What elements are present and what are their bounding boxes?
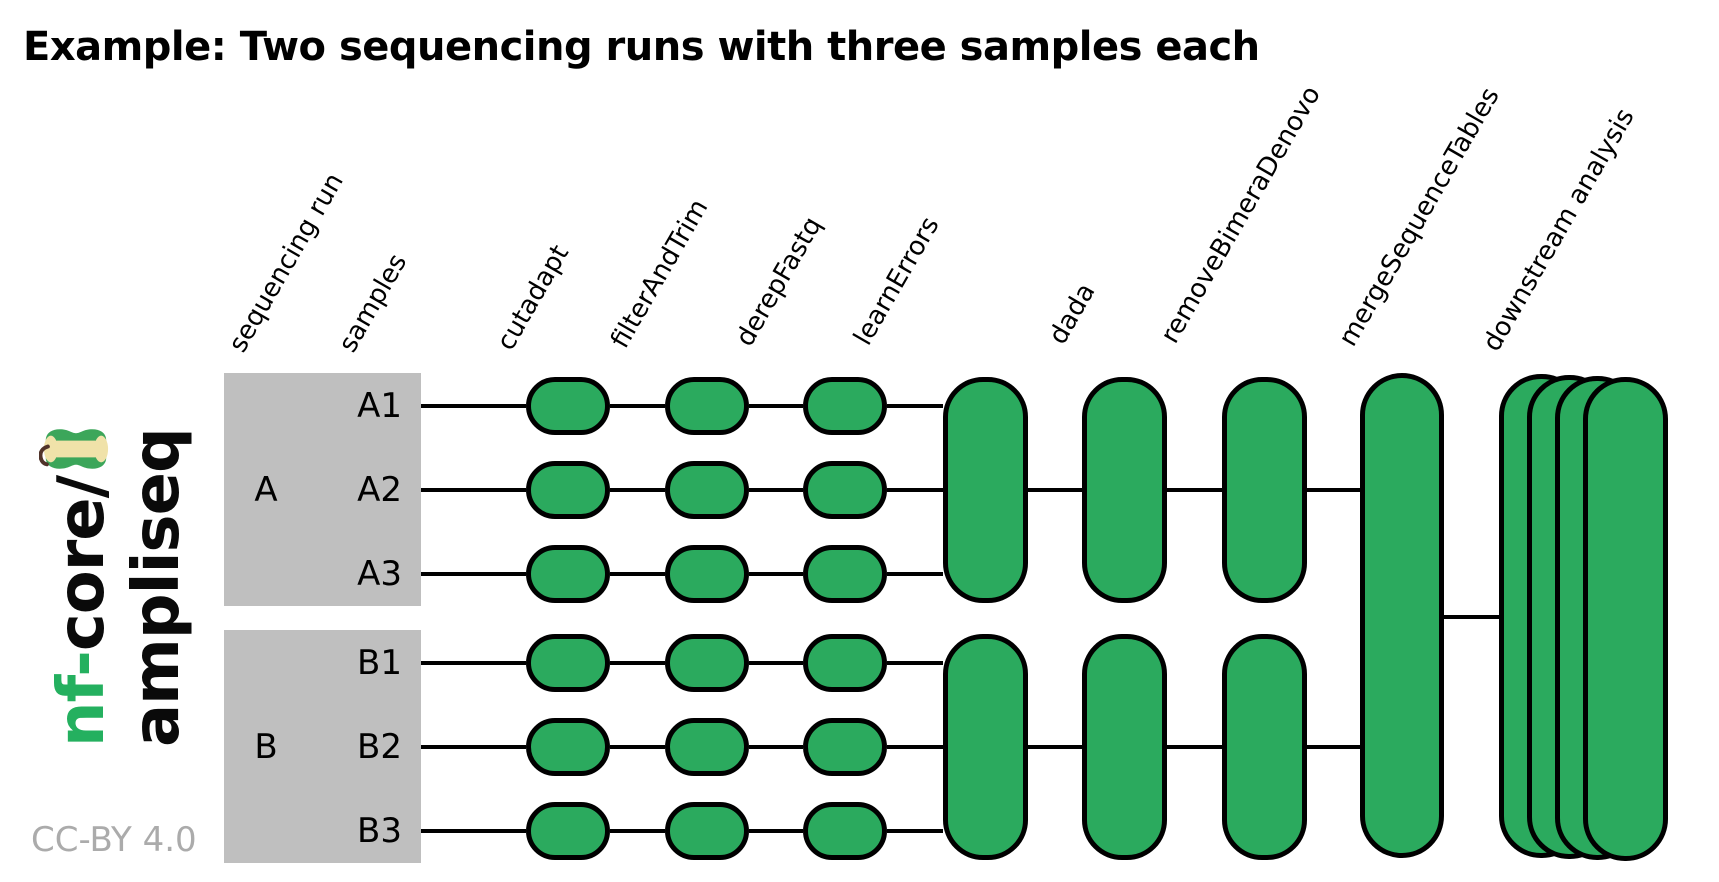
connector-dada-removeBimeraDenovo-A — [1167, 488, 1222, 492]
pill-learnErrors-A — [943, 377, 1028, 603]
column-label-removeBimeraDenovo: removeBimeraDenovo — [1155, 81, 1327, 349]
nf-core-ampliseq-logo: nf-core/ ampliseq — [38, 424, 195, 747]
column-label-dada: dada — [1043, 278, 1102, 350]
connector-box-cutadapt-A2 — [421, 488, 526, 492]
pill-downstream-analysis-4 — [1583, 377, 1668, 861]
run-box-B — [224, 630, 421, 863]
connector-derepFastq-learnErrors-B1 — [887, 661, 943, 665]
pill-derepFastq-A2 — [803, 461, 887, 519]
pill-dada-A — [1082, 377, 1167, 603]
pill-dada-B — [1082, 634, 1167, 860]
sample-label-B2: B2 — [357, 727, 402, 767]
pill-cutadapt-B3 — [526, 802, 610, 860]
connector-cutadapt-filterAndTrim-A3 — [610, 572, 665, 576]
run-label-B: B — [254, 727, 278, 767]
pill-cutadapt-A3 — [526, 545, 610, 603]
pill-derepFastq-A1 — [803, 377, 887, 435]
connector-cutadapt-filterAndTrim-B1 — [610, 661, 665, 665]
pill-derepFastq-A3 — [803, 545, 887, 603]
column-label-filterAndTrim: filterAndTrim — [605, 194, 715, 354]
pill-cutadapt-A1 — [526, 377, 610, 435]
figure-title: Example: Two sequencing runs with three … — [23, 24, 1260, 70]
connector-filterAndTrim-derepFastq-B2 — [749, 745, 803, 749]
connector-derepFastq-learnErrors-A3 — [887, 572, 943, 576]
logo-line-2: ampliseq — [120, 428, 194, 747]
connector-box-cutadapt-A3 — [421, 572, 526, 576]
pill-cutadapt-A2 — [526, 461, 610, 519]
pill-mergeSequenceTables — [1360, 373, 1444, 858]
apple-core-icon — [38, 429, 108, 469]
pill-cutadapt-B2 — [526, 718, 610, 776]
column-label-cutadapt: cutadapt — [491, 240, 576, 356]
pill-derepFastq-B3 — [803, 802, 887, 860]
connector-filterAndTrim-derepFastq-B3 — [749, 829, 803, 833]
pill-removeBimeraDenovo-A — [1222, 377, 1307, 603]
run-box-A — [224, 373, 421, 606]
connector-removeBimeraDenovo-mergeSequenceTables-B — [1307, 745, 1360, 749]
connector-box-cutadapt-B2 — [421, 745, 526, 749]
pill-filterAndTrim-A1 — [665, 377, 749, 435]
logo-line-1: nf-core/ — [38, 424, 120, 747]
connector-learnErrors-dada-A — [1028, 488, 1082, 492]
connector-mergeSequenceTables-downstream — [1444, 615, 1499, 619]
connector-derepFastq-learnErrors-A1 — [887, 404, 943, 408]
pill-filterAndTrim-B2 — [665, 718, 749, 776]
connector-filterAndTrim-derepFastq-A3 — [749, 572, 803, 576]
sample-label-A1: A1 — [357, 386, 402, 426]
connector-removeBimeraDenovo-mergeSequenceTables-A — [1307, 488, 1360, 492]
column-label-derepFastq: derepFastq — [730, 211, 829, 352]
column-label-samples: samples — [333, 248, 414, 358]
connector-derepFastq-learnErrors-B2 — [887, 745, 943, 749]
connector-filterAndTrim-derepFastq-A1 — [749, 404, 803, 408]
license-label: CC-BY 4.0 — [31, 820, 197, 860]
sample-label-A3: A3 — [357, 554, 402, 594]
pill-filterAndTrim-B1 — [665, 634, 749, 692]
connector-derepFastq-learnErrors-A2 — [887, 488, 943, 492]
logo-prefix: nf- — [45, 651, 119, 747]
connector-box-cutadapt-B3 — [421, 829, 526, 833]
logo-core: core/ — [45, 475, 119, 652]
connector-cutadapt-filterAndTrim-B2 — [610, 745, 665, 749]
pill-filterAndTrim-B3 — [665, 802, 749, 860]
connector-cutadapt-filterAndTrim-A2 — [610, 488, 665, 492]
sample-label-A2: A2 — [357, 470, 402, 510]
column-label-sequencing-run: sequencing run — [223, 168, 350, 358]
connector-derepFastq-learnErrors-B3 — [887, 829, 943, 833]
connector-filterAndTrim-derepFastq-A2 — [749, 488, 803, 492]
pill-removeBimeraDenovo-B — [1222, 634, 1307, 860]
column-label-mergeSequenceTables: mergeSequenceTables — [1333, 82, 1506, 352]
pill-filterAndTrim-A2 — [665, 461, 749, 519]
connector-cutadapt-filterAndTrim-A1 — [610, 404, 665, 408]
sample-label-B3: B3 — [357, 811, 402, 851]
connector-box-cutadapt-A1 — [421, 404, 526, 408]
connector-cutadapt-filterAndTrim-B3 — [610, 829, 665, 833]
pill-derepFastq-B2 — [803, 718, 887, 776]
sample-label-B1: B1 — [357, 643, 402, 683]
pill-cutadapt-B1 — [526, 634, 610, 692]
column-label-learnErrors: learnErrors — [848, 211, 946, 351]
run-label-A: A — [254, 470, 278, 510]
connector-dada-removeBimeraDenovo-B — [1167, 745, 1222, 749]
pill-derepFastq-B1 — [803, 634, 887, 692]
connector-filterAndTrim-derepFastq-B1 — [749, 661, 803, 665]
connector-box-cutadapt-B1 — [421, 661, 526, 665]
pill-filterAndTrim-A3 — [665, 545, 749, 603]
connector-learnErrors-dada-B — [1028, 745, 1082, 749]
column-label-downstream-analysis: downstream analysis — [1477, 103, 1641, 357]
pill-learnErrors-B — [943, 634, 1028, 860]
